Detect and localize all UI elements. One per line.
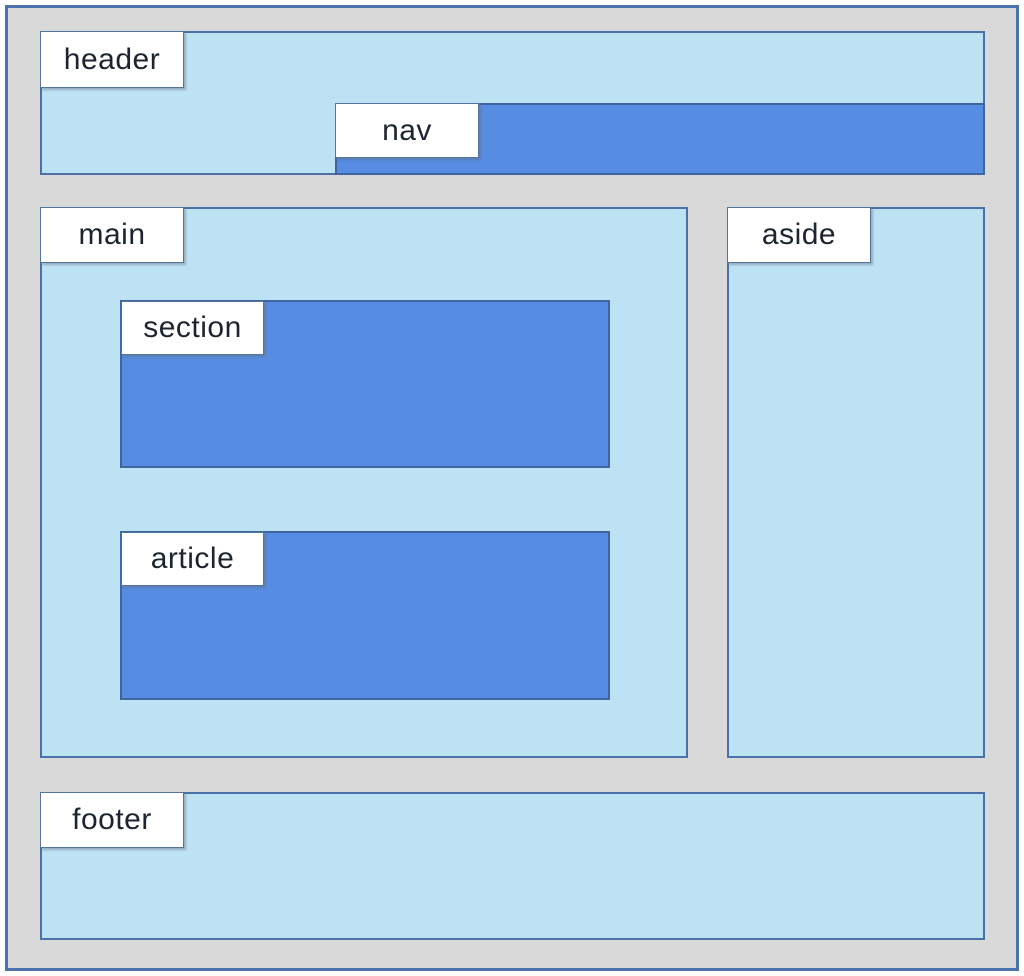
article-label: article xyxy=(121,532,264,586)
footer-label: footer xyxy=(40,792,184,848)
header-label: header xyxy=(40,31,184,88)
aside-region xyxy=(727,207,985,758)
section-label: section xyxy=(121,301,264,355)
nav-label: nav xyxy=(335,103,479,158)
aside-label: aside xyxy=(727,207,871,263)
main-label: main xyxy=(40,207,184,263)
footer-region xyxy=(40,792,985,940)
